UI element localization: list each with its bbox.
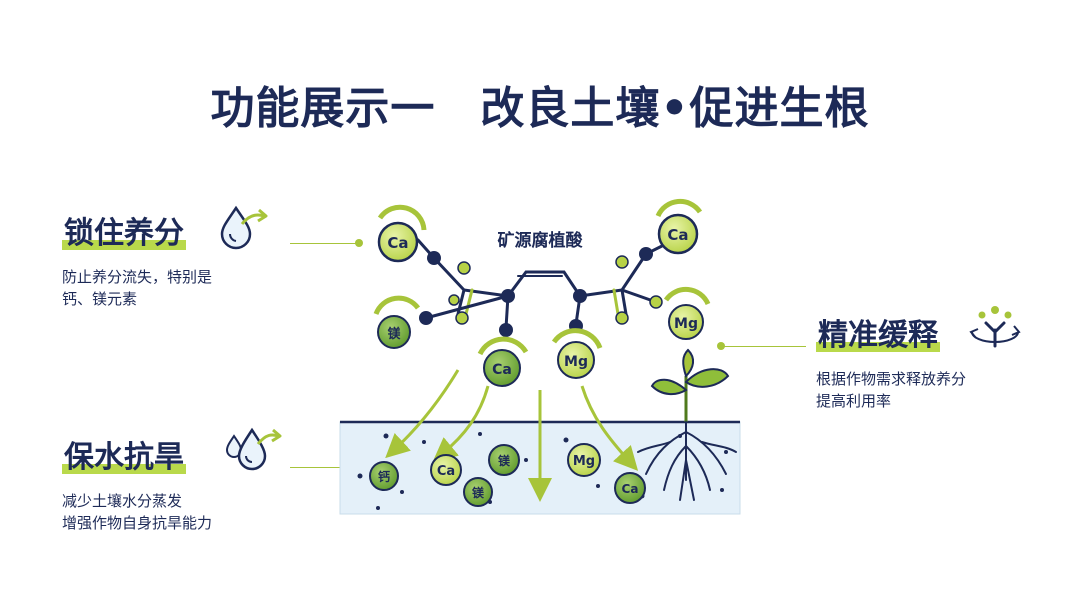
page-title: 功能展示一 改良土壤•促进生根	[210, 83, 870, 134]
water-drop-arrow-icon	[220, 205, 268, 250]
ion-ca-center: Ca	[477, 336, 529, 387]
connector-dot	[355, 239, 363, 247]
feature-description: 根据作物需求释放养分 提高利用率	[816, 370, 967, 410]
svg-text:钙: 钙	[378, 469, 390, 484]
molecule-skeleton	[416, 238, 668, 330]
svg-text:镁: 镁	[387, 326, 401, 342]
svg-text:Ca: Ca	[437, 464, 455, 479]
feature-title: 锁住养分	[62, 216, 186, 251]
molecule-label: 矿源腐植酸	[498, 230, 584, 251]
svg-text:镁: 镁	[472, 485, 485, 500]
feature-description: 减少土壤水分蒸发 增强作物自身抗旱能力	[62, 492, 213, 532]
plant-sprout	[650, 348, 730, 422]
plant-roots	[637, 421, 737, 501]
soil-ion-ca: Ca	[430, 454, 462, 486]
water-drops-icon	[225, 427, 282, 471]
svg-text:Mg: Mg	[564, 354, 588, 370]
soil-ion-mg: Mg	[567, 443, 601, 477]
feature-title: 保水抗旱	[62, 440, 186, 475]
soil-ion-mei: 镁	[463, 477, 493, 507]
plant-release-icon	[969, 306, 1021, 348]
feature-description: 防止养分流失，特别是 钙、镁元素	[62, 268, 213, 308]
connector-line	[290, 243, 358, 244]
ion-mei-left: 镁	[373, 295, 421, 349]
soil-ion-ca: Ca	[614, 472, 646, 504]
ion-mg-center: Mg	[551, 328, 603, 379]
ion-ca-top-right: Ca	[655, 198, 703, 255]
svg-text:Ca: Ca	[667, 226, 688, 244]
feature-water-retention: 保水抗旱 减少土壤水分蒸发 增强作物自身抗旱能力	[62, 432, 212, 534]
connector-dot	[717, 342, 725, 350]
feature-precise-release: 精准缓释 根据作物需求释放养分 提高利用率	[816, 310, 966, 412]
svg-text:Ca: Ca	[492, 362, 512, 378]
soil-ion-gai: 钙	[369, 461, 399, 491]
svg-text:Ca: Ca	[387, 234, 408, 252]
ion-mg-right: Mg	[663, 286, 711, 340]
connector-line	[290, 467, 350, 468]
connector-line	[724, 346, 806, 347]
svg-text:Mg: Mg	[674, 316, 698, 332]
ion-ca-top-left: Ca	[377, 204, 427, 263]
soil-ion-mei: 镁	[488, 444, 520, 476]
feature-title: 精准缓释	[816, 318, 940, 353]
svg-text:Ca: Ca	[622, 482, 639, 496]
svg-text:Mg: Mg	[573, 454, 595, 469]
release-arrows	[385, 369, 639, 502]
humic-acid-diagram: 矿源腐植酸 Ca Ca 镁 Ca Mg Mg 钙 Ca 镁	[339, 198, 741, 515]
svg-text:镁: 镁	[498, 453, 511, 468]
feature-lock-nutrients: 锁住养分 防止养分流失，特别是 钙、镁元素	[62, 208, 212, 310]
